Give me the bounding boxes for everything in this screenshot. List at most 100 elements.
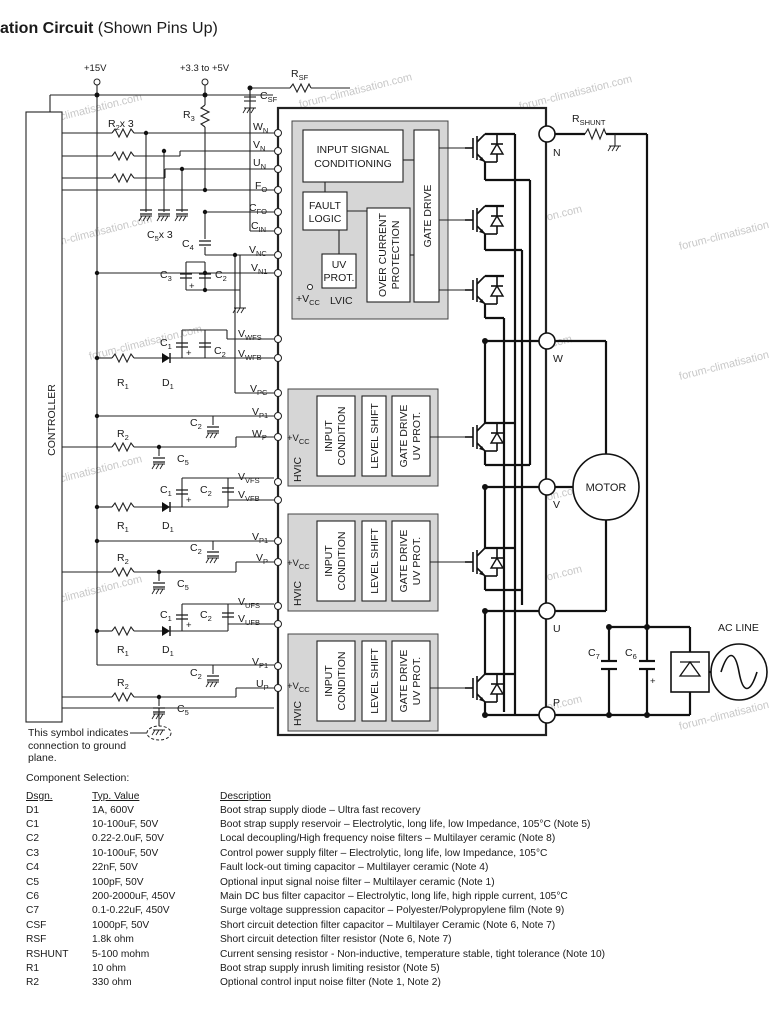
svg-text:C1: C1 bbox=[160, 337, 172, 351]
svg-text:UV: UV bbox=[332, 259, 347, 271]
svg-text:INPUT SIGNAL: INPUT SIGNAL bbox=[317, 144, 390, 156]
r3-label: R3 bbox=[183, 109, 195, 123]
svg-text:R1: R1 bbox=[117, 377, 129, 391]
controller-label: CONTROLLER bbox=[46, 384, 58, 456]
uv-prot-block bbox=[321, 253, 357, 289]
svg-text:UN: UN bbox=[253, 157, 266, 171]
svg-text:VP1: VP1 bbox=[252, 656, 268, 670]
bootstrap-v: R1 D1 + C1 C2 bbox=[97, 477, 274, 534]
svg-text:+15V: +15V bbox=[84, 63, 107, 74]
svg-text:R2x 3: R2x 3 bbox=[108, 118, 134, 132]
svg-text:C2: C2 bbox=[214, 345, 226, 359]
supply-3v3: +3.3 to +5V bbox=[180, 63, 230, 190]
svg-text:C3: C3 bbox=[160, 269, 172, 283]
svg-text:VPC: VPC bbox=[250, 383, 268, 397]
svg-text:C6: C6 bbox=[625, 647, 637, 661]
svg-text:V: V bbox=[553, 499, 560, 511]
svg-text:VP: VP bbox=[256, 552, 268, 566]
svg-text:VUFS: VUFS bbox=[238, 596, 260, 610]
svg-text:FO: FO bbox=[255, 180, 267, 194]
svg-text:VVFS: VVFS bbox=[238, 471, 260, 485]
svg-text:+VCC: +VCC bbox=[287, 433, 310, 446]
svg-text:C4: C4 bbox=[182, 238, 194, 252]
svg-text:D1: D1 bbox=[162, 644, 174, 658]
input-signal-block bbox=[302, 129, 404, 183]
svg-text:LEVEL SHIFT: LEVEL SHIFT bbox=[369, 648, 381, 714]
svg-text:RSF: RSF bbox=[291, 68, 309, 82]
svg-text:INPUT: INPUT bbox=[323, 420, 335, 452]
svg-text:C5x 3: C5x 3 bbox=[147, 229, 173, 243]
supply-15v: +15V bbox=[49, 63, 273, 665]
table-header-row: Dsgn. Typ. Value Description bbox=[26, 789, 605, 803]
svg-text:CSF: CSF bbox=[260, 90, 278, 104]
hvic-block-u: INPUT CONDITION LEVEL SHIFT GATE DRIVE U… bbox=[287, 633, 439, 732]
svg-text:C5: C5 bbox=[177, 703, 189, 717]
svg-text:LEVEL SHIFT: LEVEL SHIFT bbox=[369, 403, 381, 469]
svg-text:GATE DRIVE: GATE DRIVE bbox=[398, 650, 410, 713]
controller-block bbox=[25, 111, 63, 723]
svg-text:R2: R2 bbox=[117, 552, 129, 566]
svg-text:forum-climatisation.com: forum-climatisation.com bbox=[298, 71, 414, 111]
svg-text:+: + bbox=[186, 348, 192, 359]
svg-text:+: + bbox=[189, 281, 195, 292]
ac-line-source: AC LINE bbox=[709, 622, 768, 701]
power-bus bbox=[483, 132, 547, 717]
svg-text:VVFB: VVFB bbox=[238, 489, 260, 503]
svg-text:+VCC: +VCC bbox=[287, 558, 310, 571]
svg-text:HVIC: HVIC bbox=[292, 700, 304, 726]
svg-text:HVIC: HVIC bbox=[292, 580, 304, 606]
schematic-diagram: forum-climatisation.com forum-climatisat… bbox=[25, 63, 769, 741]
svg-text:+: + bbox=[186, 620, 192, 631]
svg-text:W: W bbox=[553, 353, 563, 365]
svg-text:PROT.: PROT. bbox=[324, 272, 355, 284]
svg-text:LOGIC: LOGIC bbox=[309, 213, 342, 225]
svg-text:VP1: VP1 bbox=[252, 406, 268, 420]
svg-text:C1: C1 bbox=[160, 609, 172, 623]
svg-text:forum-climatisation.com: forum-climatisation.com bbox=[678, 693, 769, 733]
bootstrap-u: R1 D1 + C1 C2 bbox=[97, 603, 274, 658]
svg-text:WP: WP bbox=[252, 428, 267, 442]
svg-text:VUFB: VUFB bbox=[238, 613, 260, 627]
svg-text:CONDITION: CONDITION bbox=[336, 407, 348, 466]
svg-text:OVER CURRENT: OVER CURRENT bbox=[377, 212, 389, 297]
ground-symbol-note: This symbol indicates connection to grou… bbox=[28, 727, 129, 764]
gate-drive-block bbox=[413, 129, 440, 303]
svg-text:WN: WN bbox=[253, 121, 268, 135]
svg-text:D1: D1 bbox=[162, 377, 174, 391]
c4-network: C4 bbox=[182, 88, 274, 256]
svg-text:VWFS: VWFS bbox=[238, 328, 262, 342]
svg-text:C2: C2 bbox=[190, 667, 202, 681]
svg-text:MOTOR: MOTOR bbox=[586, 482, 627, 494]
svg-text:C2: C2 bbox=[215, 269, 227, 283]
svg-text:+VCC: +VCC bbox=[287, 681, 310, 694]
over-current-block bbox=[366, 207, 411, 303]
svg-text:R1: R1 bbox=[117, 520, 129, 534]
pin-labels: WN VN UN FO CFO CIN VNC VN1 VWFS VWFB VP… bbox=[238, 121, 269, 692]
svg-text:N: N bbox=[553, 147, 561, 159]
svg-text:D1: D1 bbox=[162, 520, 174, 534]
svg-text:R2: R2 bbox=[117, 428, 129, 442]
svg-text:LEVEL SHIFT: LEVEL SHIFT bbox=[369, 528, 381, 594]
terminal-p: P bbox=[538, 697, 560, 724]
column-header: Typ. Value bbox=[92, 790, 140, 802]
svg-text:VN: VN bbox=[253, 139, 265, 153]
svg-text:C5: C5 bbox=[177, 578, 189, 592]
svg-text:CFO: CFO bbox=[249, 202, 267, 216]
svg-text:CONDITION: CONDITION bbox=[336, 652, 348, 711]
column-header: Dsgn. bbox=[26, 790, 53, 802]
dc-bus: + C7 C6 bbox=[555, 625, 710, 717]
motor: MOTOR bbox=[555, 339, 640, 613]
svg-text:FAULT: FAULT bbox=[309, 200, 341, 212]
